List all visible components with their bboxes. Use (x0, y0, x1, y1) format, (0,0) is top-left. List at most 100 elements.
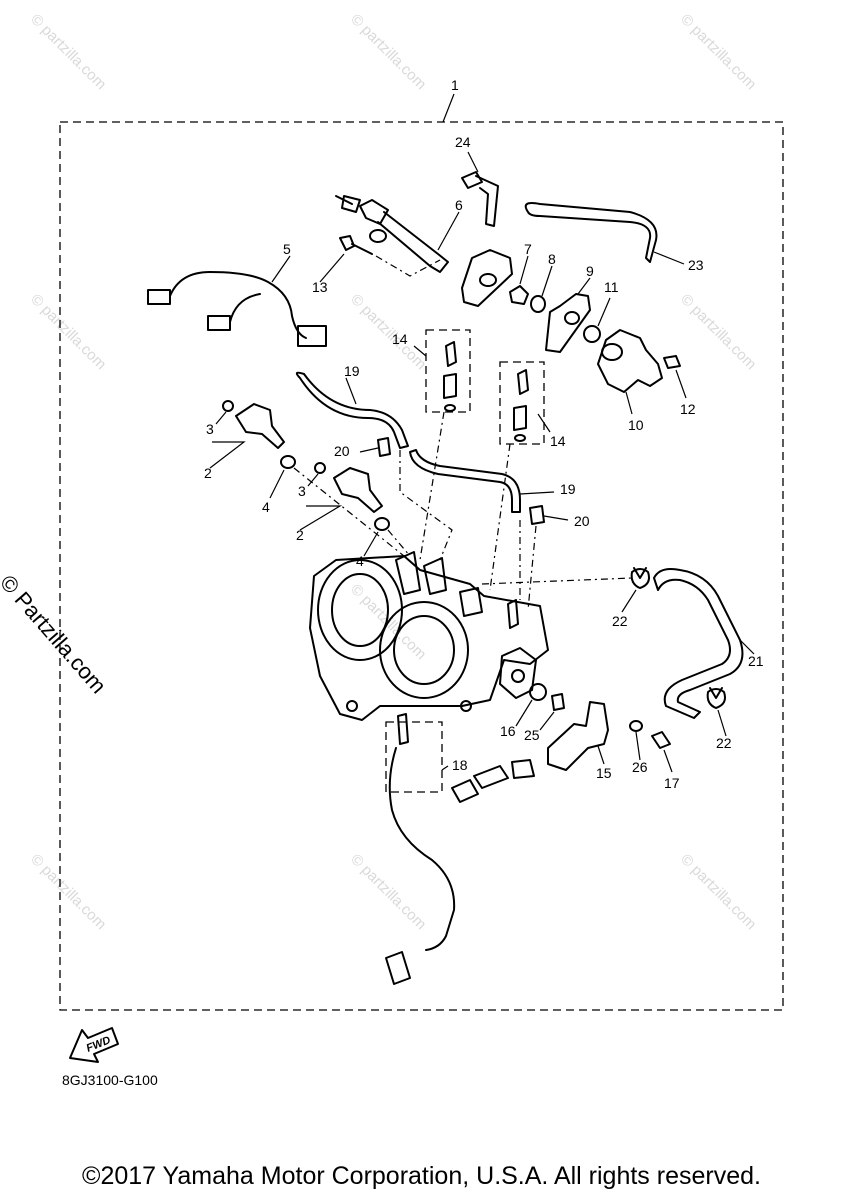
part-clamp-22-bottom (706, 687, 727, 737)
callout-label: 3 (206, 421, 214, 437)
watermark: © partzilla.com (27, 291, 109, 373)
part-clamp-band (461, 151, 499, 227)
part-seal-4 (374, 517, 390, 531)
part-seal-4 (280, 455, 296, 469)
copyright-notice: ©2017 Yamaha Motor Corporation, U.S.A. A… (82, 1162, 761, 1190)
connection-line (293, 467, 405, 557)
watermark: © partzilla.com (677, 291, 759, 373)
callout-label: 18 (452, 757, 468, 773)
part-wire-harness (147, 255, 327, 347)
callout-label: 15 (596, 765, 612, 781)
callout-label: 23 (688, 257, 704, 273)
part-seal-25 (539, 693, 565, 731)
leader-line (653, 251, 685, 265)
leader-line (363, 531, 379, 557)
part-screw-12 (663, 355, 687, 399)
connection-line (481, 577, 633, 585)
callout-label: 7 (524, 241, 532, 257)
leader-line (307, 473, 319, 487)
callout-label: 2 (296, 527, 304, 543)
part-cap-20-right (529, 505, 545, 525)
watermark: © partzilla.com (347, 851, 429, 933)
leader-line (299, 505, 343, 531)
callout-layer: 1 24 6 7 8 9 11 23 5 13 14 19 12 10 14 3… (204, 77, 764, 791)
callout-label: 4 (356, 553, 364, 569)
leader-line (442, 93, 455, 123)
callout-label: 12 (680, 401, 696, 417)
leader-line (209, 441, 246, 469)
part-vacuum-hose (385, 713, 456, 985)
leader-line (345, 377, 357, 405)
connection-line (489, 443, 511, 591)
diagram-code: 8GJ3100-G100 (62, 1072, 158, 1088)
part-fuel-injector (235, 403, 285, 449)
connection-line (399, 450, 453, 561)
part-fuel-injector (333, 467, 383, 513)
part-throttle-position-sensor (451, 701, 609, 803)
callout-label: 22 (612, 613, 628, 629)
callout-label: 5 (283, 241, 291, 257)
callout-label: 8 (548, 251, 556, 267)
leader-line (215, 411, 227, 425)
callout-label: 10 (628, 417, 644, 433)
watermark: © partzilla.com (27, 11, 109, 93)
callout-label: 19 (344, 363, 360, 379)
callout-label: 24 (455, 134, 471, 150)
fwd-arrow-icon: FWD (69, 1027, 119, 1063)
callout-label: 16 (500, 723, 516, 739)
part-washer-26 (629, 720, 643, 761)
assembly-boundary (59, 121, 784, 1011)
callout-label: 6 (455, 197, 463, 213)
watermark: © partzilla.com (677, 11, 759, 93)
watermark: © partzilla.com (347, 11, 429, 93)
watermark: © partzilla.com (677, 851, 759, 933)
part-fuel-rail (335, 195, 513, 307)
callout-label: 19 (560, 481, 576, 497)
leader-line (739, 639, 755, 655)
callout-label: 13 (312, 279, 328, 295)
part-hose-21 (653, 568, 744, 719)
connection-line (527, 525, 537, 611)
callout-label: 20 (334, 443, 350, 459)
part-bolt (319, 235, 441, 283)
leader-line (519, 491, 555, 495)
callout-label: 14 (392, 331, 408, 347)
connection-line (387, 529, 411, 557)
part-pipe-plate (545, 277, 591, 353)
callout-label: 20 (574, 513, 590, 529)
part-cap-20-left (377, 437, 391, 457)
leader-line (359, 447, 379, 453)
part-hose-23 (524, 202, 658, 263)
callout-label: 11 (604, 279, 619, 295)
callout-label: 3 (298, 483, 306, 499)
part-filter-kit-left (413, 329, 471, 413)
part-o-ring-3 (222, 400, 234, 412)
callout-label: 14 (550, 433, 566, 449)
part-throttle-body (309, 551, 549, 721)
callout-label: 22 (716, 735, 732, 751)
watermark-layer: © partzilla.com © partzilla.com © partzi… (27, 11, 759, 933)
leader-line (269, 469, 285, 499)
callout-label: 2 (204, 465, 212, 481)
part-pressure-regulator (597, 329, 663, 415)
part-hose-19-right (409, 449, 521, 513)
watermark: © partzilla.com (27, 851, 109, 933)
part-collar (509, 255, 529, 305)
callout-label: 4 (262, 499, 270, 515)
connection-line (419, 411, 445, 561)
part-hose-19-left (295, 371, 409, 449)
part-screw-17 (651, 731, 673, 773)
callout-label: 1 (451, 77, 459, 93)
callout-label: 25 (524, 727, 540, 743)
callout-label: 21 (748, 653, 764, 669)
leader-line (543, 515, 569, 521)
part-clamp-22-top (621, 567, 650, 613)
part-o-ring (530, 265, 553, 313)
part-o-ring-11 (583, 297, 611, 343)
part-o-ring-16 (515, 683, 547, 727)
part-filter-kit-right (499, 361, 551, 445)
watermark: © partzilla.com (347, 291, 429, 373)
callout-label: 9 (586, 263, 594, 279)
part-o-ring-3 (314, 462, 326, 474)
